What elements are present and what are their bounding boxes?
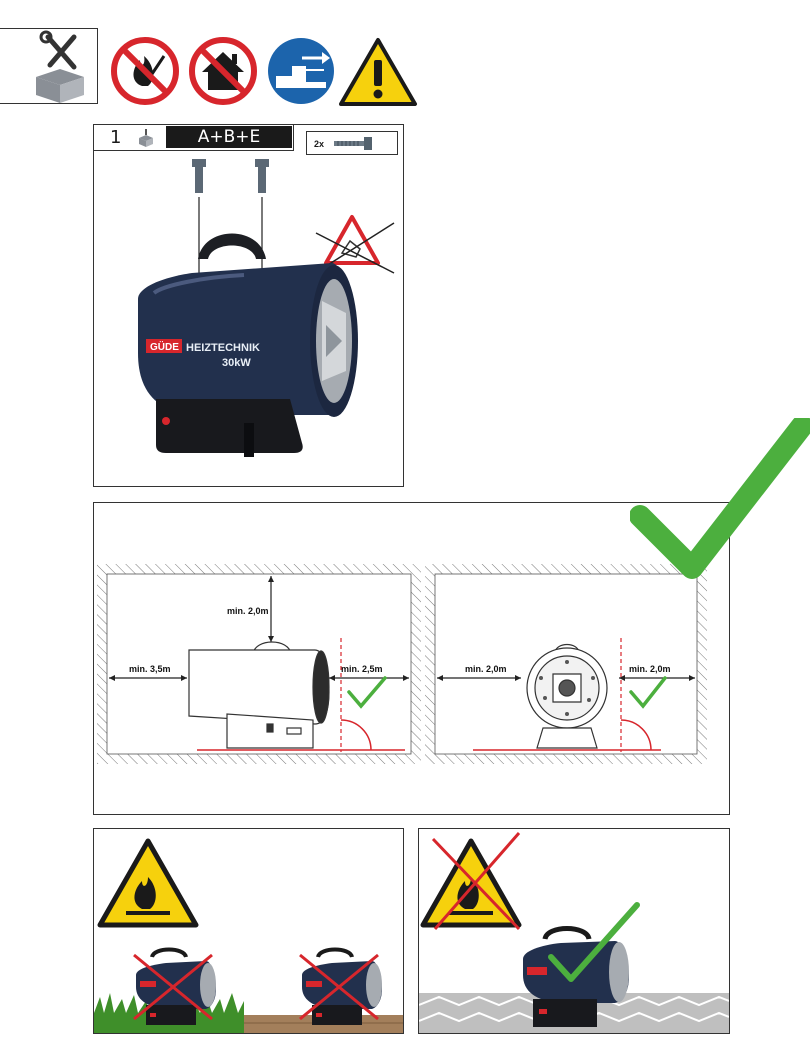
brand-power: 30kW	[222, 357, 251, 369]
flammable-warning-icon	[97, 838, 199, 928]
warning-icon	[339, 38, 417, 106]
clearance-top-label: min. 2,0m	[227, 606, 269, 616]
room-front-view: min. 2,0m min. 2,0m	[425, 564, 707, 764]
flammable-surface-drawing	[94, 838, 403, 1033]
screw-icon	[334, 137, 372, 150]
handle	[198, 233, 266, 259]
big-check-icon	[630, 418, 810, 579]
screw-right	[255, 159, 269, 193]
check-icon-front	[629, 676, 667, 709]
clearance-right-label: min. 2,5m	[341, 664, 383, 674]
screw-qty: 2x	[314, 139, 325, 149]
no-open-flame-icon	[111, 37, 179, 105]
step-parts-label: A+B+E	[166, 126, 292, 148]
parts-box-icon	[139, 129, 153, 147]
flammable-warning-crossed-icon	[420, 832, 522, 931]
tools-box	[0, 28, 98, 104]
tools-icon	[36, 30, 84, 103]
heater-on-wood	[299, 947, 382, 1025]
screw-left	[192, 159, 206, 193]
step-1-panel: 1 A+B+E 2x	[93, 124, 404, 487]
step-number: 1	[110, 127, 122, 148]
room-side-view: min. 2,0m min. 3,5m min. 2,5m	[97, 564, 421, 764]
check-icon-paving	[548, 902, 640, 982]
heater-side-outline	[188, 641, 330, 749]
heater-front-outline	[526, 643, 608, 749]
brand-logo: GÜDE	[150, 340, 179, 353]
brand-line: HEIZTECHNIK	[186, 342, 260, 354]
assembly-drawing: GÜDE HEIZTECHNIK 30kW	[138, 159, 395, 457]
paved-surface-panel	[418, 828, 730, 1034]
check-icon-side	[347, 676, 387, 709]
screw-qty-box	[306, 131, 398, 155]
ventilation-icon	[268, 38, 334, 104]
step-header	[94, 125, 294, 151]
clearance-front-left-label: min. 2,0m	[465, 664, 507, 674]
heater-on-grass	[133, 947, 216, 1025]
paved-surface-drawing	[419, 832, 729, 1033]
no-indoor-use-icon	[189, 37, 257, 105]
flammable-surface-panel	[93, 828, 404, 1034]
clearance-left-label: min. 3,5m	[129, 664, 171, 674]
heater: GÜDE HEIZTECHNIK 30kW	[138, 263, 358, 457]
clearance-drawing: min. 2,0m min. 3,5m min. 2,5m	[97, 564, 707, 764]
clearance-front-right-label: min. 2,0m	[629, 664, 671, 674]
